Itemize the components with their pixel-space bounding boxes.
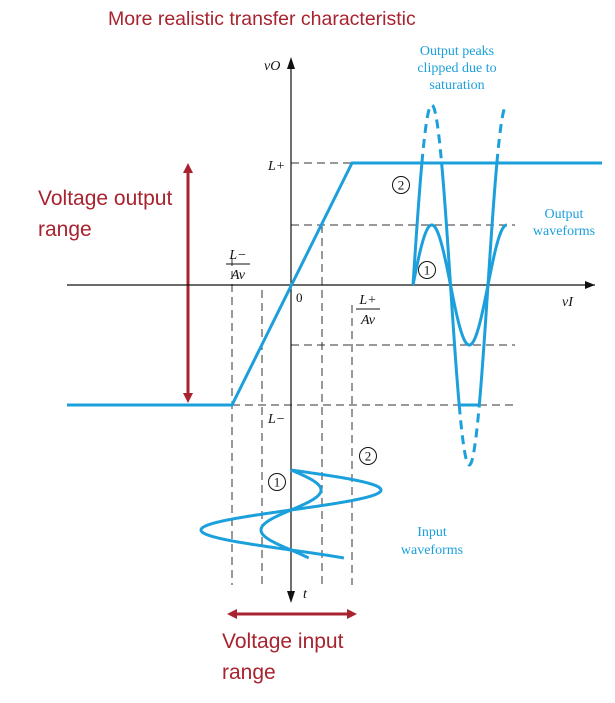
- output-peaks-dashed: [420, 103, 508, 467]
- circle-2-input: [359, 447, 377, 465]
- l-minus-frac-numerator: L−: [228, 248, 246, 263]
- input-waveform-small: [259, 468, 323, 560]
- circle-2-output-label: 2: [398, 178, 405, 193]
- output-peaks-line3: saturation: [429, 78, 484, 93]
- voltage-input-range-label: Voltage input range: [222, 626, 382, 688]
- vo-axis-arrowhead: [287, 57, 295, 69]
- t-axis-arrowhead: [287, 591, 295, 603]
- circle-1-output-label: 1: [424, 263, 431, 278]
- vo-axis-label: vO: [264, 59, 280, 74]
- output-peaks-line2: clipped due to: [417, 61, 496, 76]
- circle-1-input: [268, 473, 286, 491]
- circle-1-output: [418, 261, 436, 279]
- output-waveforms-line1: Output: [545, 207, 584, 222]
- output-waveforms-line2: waveforms: [533, 224, 595, 239]
- transfer-curve: [67, 161, 602, 407]
- l-minus-label: L−: [267, 412, 285, 427]
- input-waveforms-line1: Input: [417, 525, 447, 540]
- origin-label: 0: [296, 290, 303, 305]
- output-waveform-clipped: [411, 161, 507, 407]
- l-plus-frac-numerator: L+: [358, 293, 376, 308]
- l-minus-frac-denominator: Av: [230, 268, 246, 283]
- circle-2-output: [392, 176, 410, 194]
- output-waveform-small: [411, 223, 507, 347]
- vi-axis-label: vI: [562, 295, 574, 310]
- voltage-output-range-line1: Voltage output: [38, 187, 173, 210]
- input-waveform-large: [199, 468, 383, 560]
- circle-2-input-label: 2: [365, 449, 372, 464]
- diagram-title: More realistic transfer characteristic: [108, 8, 416, 30]
- t-axis-label: t: [303, 587, 308, 602]
- input-waveforms-line2: waveforms: [401, 543, 463, 558]
- dashed-guides: [231, 162, 515, 585]
- output-peaks-line1: Output peaks: [420, 44, 494, 59]
- l-plus-label: L+: [267, 159, 285, 174]
- voltage-output-range-label: Voltage output range: [38, 183, 208, 245]
- voltage-output-range-line2: range: [38, 218, 92, 241]
- voltage-input-range-line2: range: [222, 661, 276, 684]
- voltage-input-range-line1: Voltage input: [222, 630, 344, 653]
- l-plus-frac-denominator: Av: [360, 313, 376, 328]
- vi-axis-arrowhead: [585, 281, 595, 289]
- circle-1-input-label: 1: [274, 475, 281, 490]
